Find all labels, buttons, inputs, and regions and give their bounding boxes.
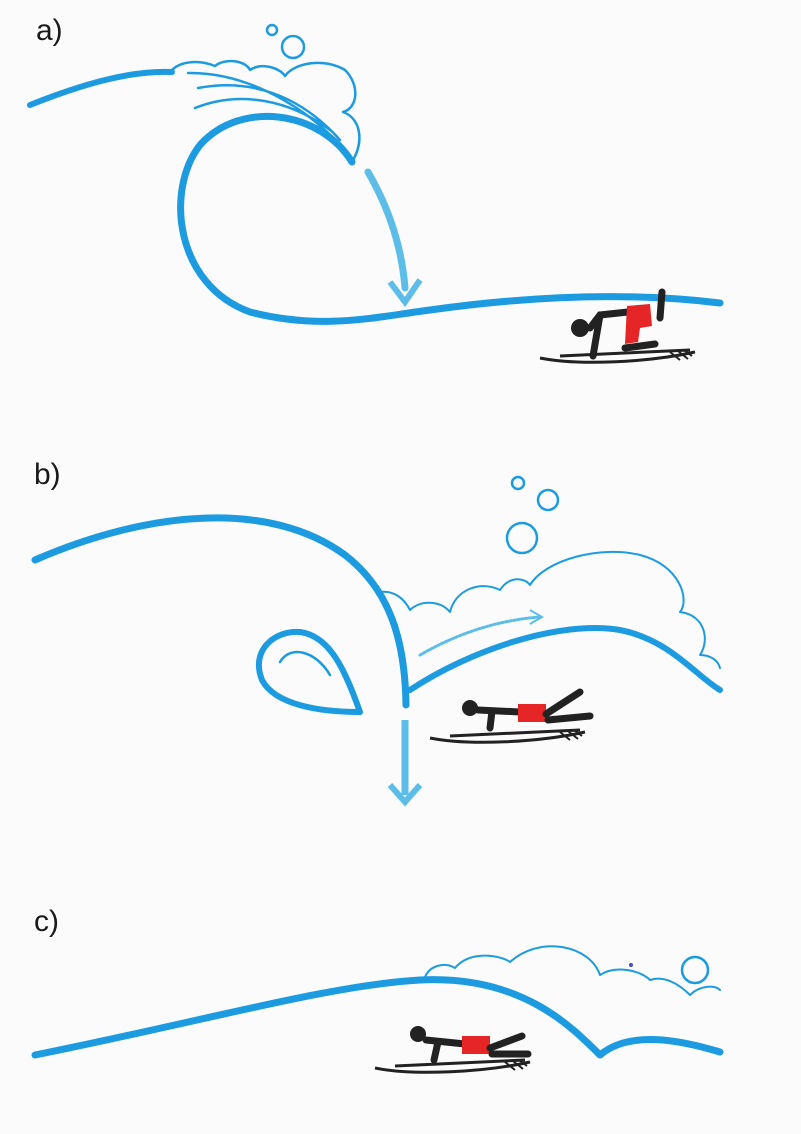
plunge-arrow-icon xyxy=(364,168,423,308)
panel-a-wave xyxy=(27,23,724,325)
down-arrow-icon xyxy=(387,720,423,807)
panel-a-label: a) xyxy=(36,14,63,47)
foam-arrow-icon xyxy=(418,609,544,657)
panel-b-wave xyxy=(31,475,723,715)
panel-c-wave xyxy=(31,945,724,1059)
surfer-kneeling-icon xyxy=(538,288,697,364)
surfer-paddling-icon xyxy=(428,688,594,744)
panel-c-label: c) xyxy=(34,905,59,938)
surfer-prone-icon xyxy=(373,1026,532,1074)
panel-b-label: b) xyxy=(34,458,61,491)
